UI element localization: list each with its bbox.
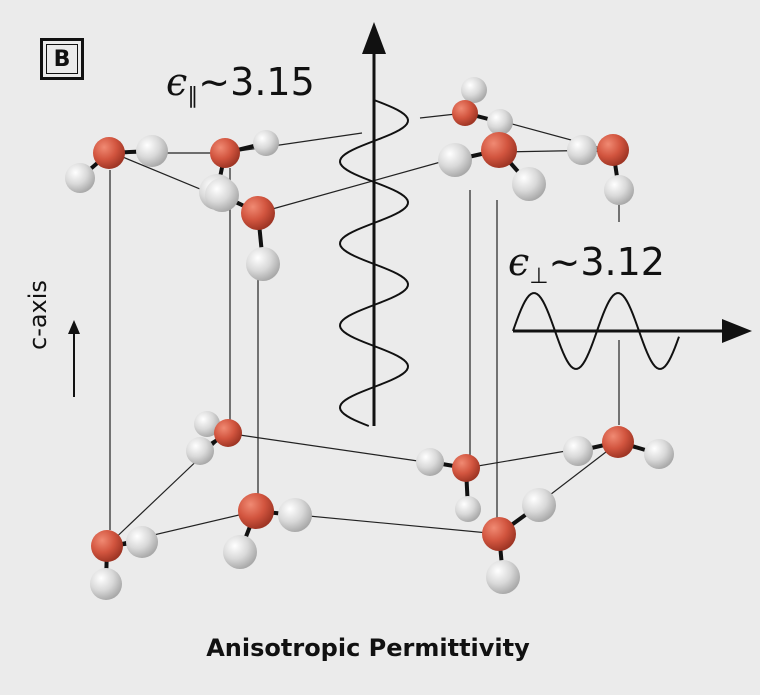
hydrogen-atom (278, 498, 312, 532)
oxygen-atom (452, 454, 480, 482)
parallel-epsilon-symbol: ϵ (166, 60, 188, 104)
hydrogen-atom (223, 535, 257, 569)
hydrogen-atom (455, 496, 481, 522)
c-axis-arrowhead (68, 320, 80, 334)
lattice-edge (224, 132, 363, 154)
panel-label-box: B (40, 38, 84, 80)
hydrogen-atom (65, 163, 95, 193)
hydrogen-atom (486, 560, 520, 594)
perpendicular-arrowhead (722, 319, 752, 343)
oxygen-atom (91, 530, 123, 562)
hydrogen-atom (246, 247, 280, 281)
hydrogen-atom (567, 135, 597, 165)
hydrogen-atom (194, 411, 220, 437)
hydrogen-atom (563, 436, 593, 466)
hydrogen-atom (253, 130, 279, 156)
hydrogen-atom (522, 488, 556, 522)
polarization-waves (338, 22, 752, 427)
perpendicular-epsilon-symbol: ϵ (508, 240, 530, 284)
panel-label: B (53, 46, 71, 72)
oxygen-atom (482, 517, 516, 551)
c-axis-label: c-axis (24, 280, 52, 350)
hydrogen-atom (461, 77, 487, 103)
hydrogen-atom (438, 143, 472, 177)
hydrogen-atom (90, 568, 122, 600)
lattice-edge (257, 157, 456, 214)
hydrogen-atom (416, 448, 444, 476)
oxygen-atom (452, 100, 478, 126)
hydrogen-atom (205, 178, 239, 212)
perpendicular-approx: ~ (548, 240, 581, 284)
parallel-value: 3.15 (230, 60, 315, 104)
hydrogen-atom (126, 526, 158, 558)
c-axis-arrow (68, 320, 80, 397)
parallel-permittivity-label: ϵ∥~3.15 (166, 60, 315, 109)
perpendicular-permittivity-label: ϵ⊥~3.12 (508, 240, 665, 289)
oxygen-atom (238, 493, 274, 529)
parallel-approx: ~ (198, 60, 231, 104)
parallel-subscript: ∥ (187, 84, 199, 109)
oxygen-atom (481, 132, 517, 168)
oxygen-atom (597, 134, 629, 166)
water-molecules (65, 77, 674, 600)
perpendicular-value: 3.12 (580, 240, 665, 284)
hydrogen-atom (644, 439, 674, 469)
hydrogen-atom (512, 167, 546, 201)
parallel-wave (338, 99, 410, 427)
oxygen-atom (93, 137, 125, 169)
oxygen-atom (210, 138, 240, 168)
hydrogen-atom (487, 109, 513, 135)
hydrogen-atom (604, 175, 634, 205)
perpendicular-subscript: ⊥ (529, 264, 549, 289)
parallel-arrowhead (362, 22, 386, 54)
oxygen-atom (602, 426, 634, 458)
hydrogen-atom (186, 437, 214, 465)
perpendicular-wave (512, 292, 680, 370)
oxygen-atom (214, 419, 242, 447)
oxygen-atom (241, 196, 275, 230)
figure-caption: Anisotropic Permittivity (206, 634, 530, 662)
hydrogen-atom (136, 135, 168, 167)
